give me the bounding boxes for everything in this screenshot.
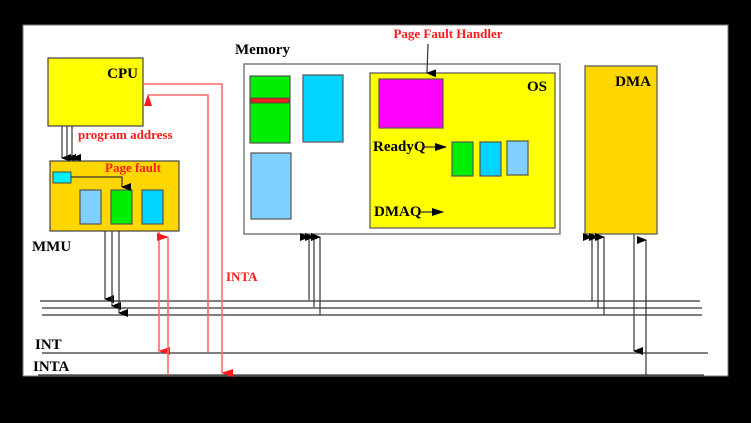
memory-page-green [249, 75, 291, 144]
mmu-page-green [110, 189, 133, 225]
program-address-arrows [61, 126, 81, 162]
mmu-label: MMU [32, 239, 71, 255]
page-fault-handler-block [378, 78, 444, 129]
page-fault-arrow [71, 176, 131, 191]
memory-page-light-blue [250, 152, 292, 220]
dma-queue-label: DMAQ [374, 204, 422, 220]
mmu-to-bus-arrows [104, 231, 128, 317]
inta-signal-label: INTA [226, 269, 258, 284]
dma-label: DMA [615, 74, 651, 90]
ready-queue-process-cyan [479, 141, 502, 177]
mmu-page-light-blue [79, 189, 102, 225]
cpu-label: CPU [107, 66, 138, 82]
os-block: OS ReadyQ DMAQ [369, 72, 556, 229]
cpu-block: CPU [47, 57, 144, 127]
program-address-label: program address [78, 127, 173, 142]
page-fault-handler-label: Page Fault Handler [393, 26, 502, 41]
mmu-block [49, 160, 180, 232]
mmu-register-block [52, 171, 72, 184]
os-label: OS [527, 79, 547, 95]
page-fault-label: Page fault [105, 160, 162, 175]
ready-queue-process-green [451, 141, 474, 177]
cpu-inta-arrow [143, 83, 233, 377]
dma-block: DMA [584, 65, 658, 235]
bus-to-dma-arrows [583, 233, 605, 315]
memory-page-cyan [302, 74, 344, 143]
mmu-page-cyan [141, 189, 164, 225]
ready-queue-label: ReadyQ [373, 139, 426, 155]
ready-queue-process-light-blue [506, 140, 529, 176]
int-line-label: INT [35, 337, 62, 353]
page-fault-handler-arrow [426, 43, 437, 78]
int-to-cpu-arrow [144, 94, 209, 352]
bus-to-memory-arrows [300, 233, 321, 315]
inta-line-label: INTA [33, 359, 70, 375]
memory-faulting-line [250, 97, 290, 104]
memory-label: Memory [235, 42, 290, 58]
system-bus [40, 300, 702, 316]
